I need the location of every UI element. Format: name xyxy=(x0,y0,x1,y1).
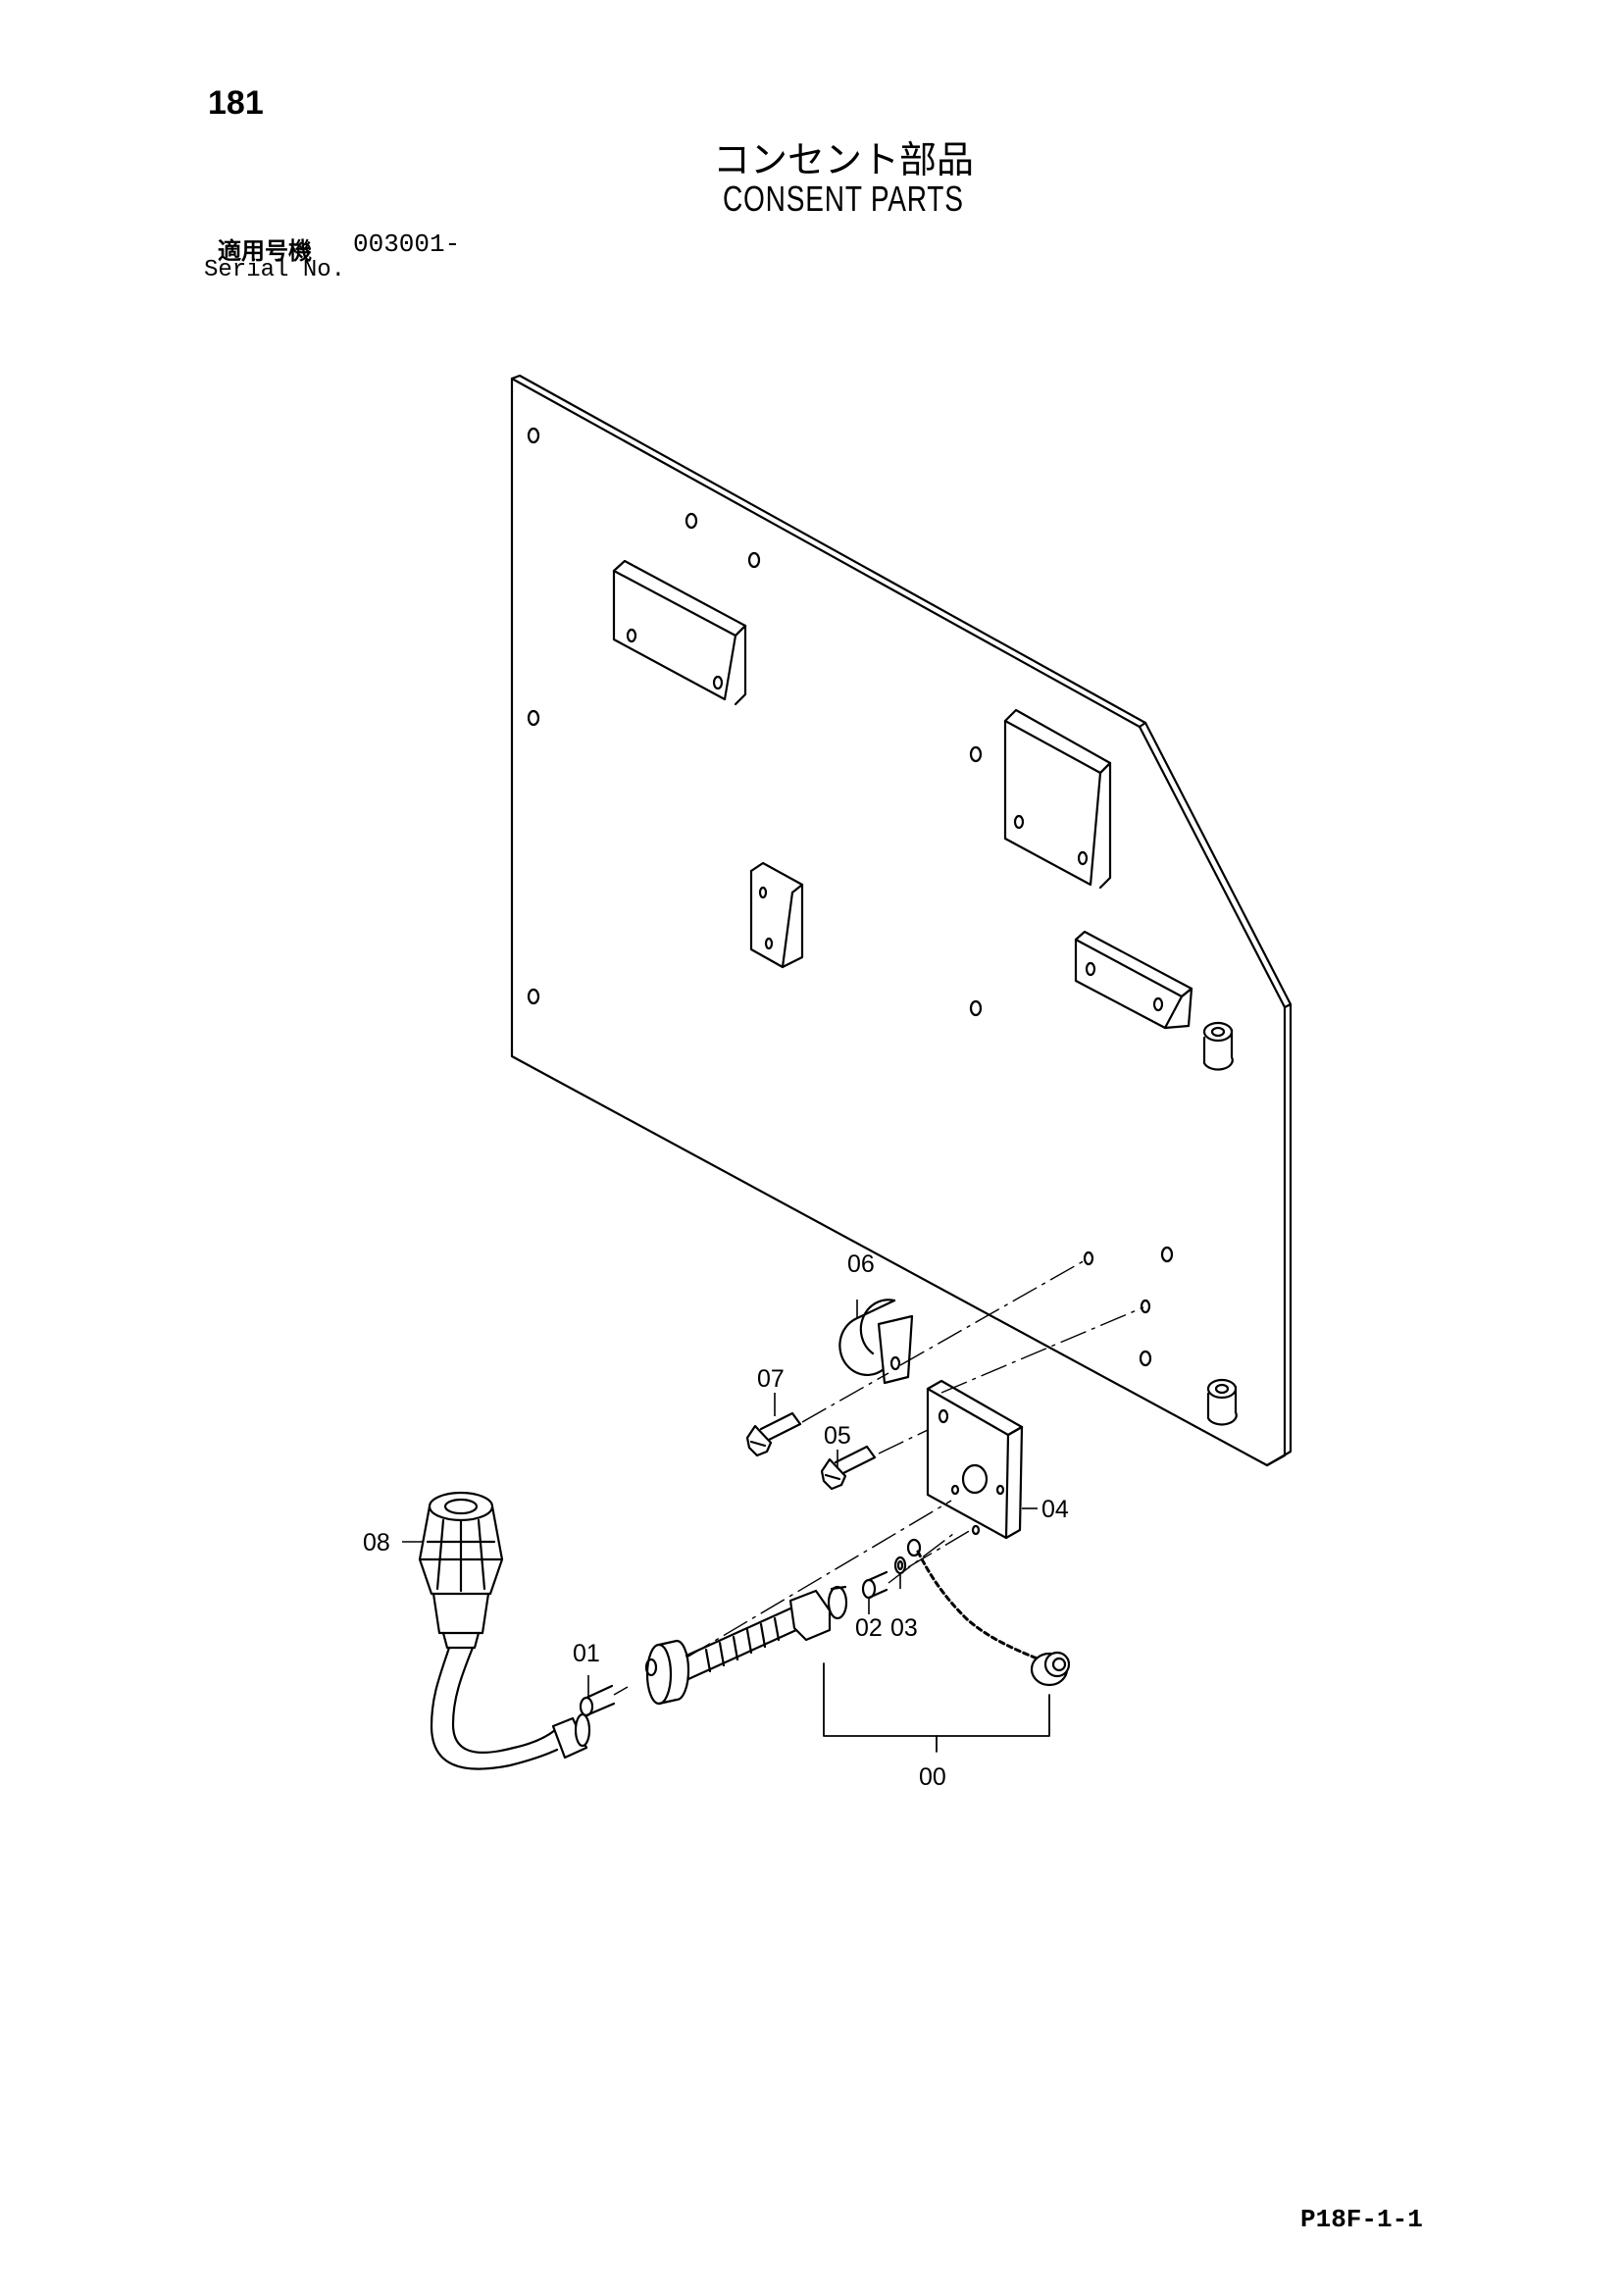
callout-06: 06 xyxy=(847,1250,875,1278)
callout-01: 01 xyxy=(573,1640,600,1667)
part-02-screw xyxy=(861,1570,888,1600)
callout-07: 07 xyxy=(757,1365,785,1393)
callout-00: 00 xyxy=(919,1763,946,1791)
page-title-english: CONSENT PARTS xyxy=(723,179,964,219)
bracket-upper-right xyxy=(1003,708,1112,890)
page-title-japanese: コンセント部品 xyxy=(713,138,975,181)
callout-leader-lines xyxy=(402,1300,1038,1697)
serial-value: 003001- xyxy=(353,230,461,259)
serial-label-english: Serial No. xyxy=(204,257,346,283)
footer-drawing-code: P18F-1-1 xyxy=(1300,2205,1423,2234)
serial-label-japanese: 適用号機 xyxy=(218,237,312,265)
part-01-screw xyxy=(579,1684,616,1717)
callout-05: 05 xyxy=(824,1422,851,1450)
callout-labels: 06 07 05 04 08 01 02 03 00 xyxy=(363,1250,1069,1791)
part-04-socket-bracket xyxy=(926,1379,1024,1540)
assembly-guide-lines xyxy=(613,1258,1144,1696)
callout-03: 03 xyxy=(890,1614,918,1642)
part-05-bolt xyxy=(820,1445,877,1491)
mounting-plate xyxy=(510,374,1293,1467)
bracket-center xyxy=(749,861,804,969)
part-00-socket-assembly xyxy=(644,1538,1071,1753)
part-07-bolt xyxy=(745,1411,802,1457)
callout-02: 02 xyxy=(855,1614,883,1642)
part-08-plug-lamp xyxy=(418,1491,591,1770)
callout-08: 08 xyxy=(363,1529,390,1556)
part-06-cable-clamp xyxy=(838,1299,914,1385)
page-number: 181 xyxy=(208,84,264,122)
bracket-upper-left xyxy=(612,559,747,706)
callout-04: 04 xyxy=(1041,1496,1069,1523)
bracket-lower-right xyxy=(1074,930,1193,1030)
